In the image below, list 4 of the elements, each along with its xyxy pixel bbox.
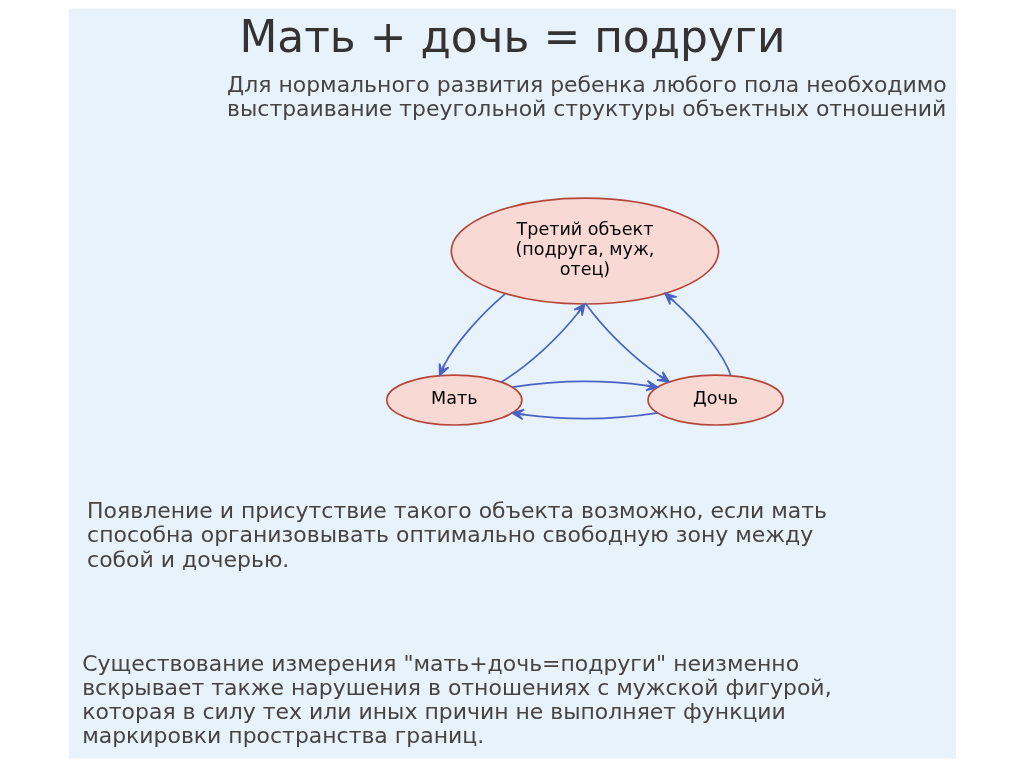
label: Существование измерения "мать+дочь=подруги" неизменно вскрывает также нарушения в отношениях с мужской фигурой, которая в силу тех или иных причин не выполняет функции маркировки пространства границ. bbox=[81, 650, 832, 749]
diagram-title: Мать + дочь = подруги bbox=[238, 11, 786, 63]
label: Появление и присутствие такого объекта возможно, если мать способна организовывать оптимально свободную зону между собой и дочерью. bbox=[86, 498, 827, 572]
label: Для нормального развития ребенка любого пола необходимо выстраивание треугольной структуры объектных отношений bbox=[226, 71, 947, 121]
